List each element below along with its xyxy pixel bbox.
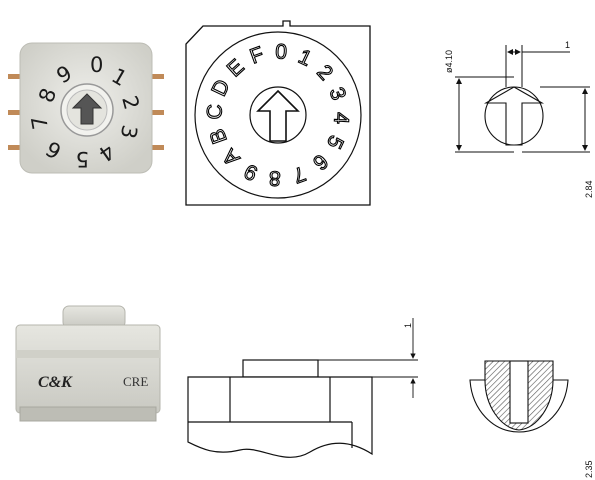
digit-3: 3: [116, 123, 142, 140]
shaft-height-label: 2.84: [584, 180, 594, 198]
hex-label-4: 4: [329, 112, 353, 125]
dial-outline: [185, 20, 371, 206]
dial-arrow-icon: [256, 89, 300, 142]
drawing-side-view: [187, 318, 418, 458]
side-base: [19, 406, 157, 422]
side-drawing-knob: [242, 359, 319, 378]
digit-7: 7: [27, 114, 53, 131]
shaft-width-label: 1: [565, 40, 570, 50]
pins-right: [150, 74, 164, 150]
model-label: CRE: [123, 374, 148, 389]
pins-left: [8, 74, 22, 150]
hex-label-c: C: [203, 104, 227, 120]
side-body: [15, 324, 161, 414]
hex-label-0: 0: [275, 40, 288, 64]
dial-inner-circle: [249, 86, 307, 144]
digit-2: 2: [117, 93, 144, 112]
side-step-label: 1: [403, 323, 413, 328]
brand-label: C&K: [38, 374, 73, 391]
digit-5: 5: [76, 147, 89, 171]
photo-top-view: 0 1 2 3 4 5 6 7 8 9: [8, 42, 164, 174]
hex-label-d: D: [207, 76, 234, 100]
digit-0: 0: [90, 53, 103, 77]
arrow-icon: [71, 93, 103, 125]
dial-ring: [194, 31, 362, 199]
dimension-top-view: [455, 45, 590, 153]
side-drawing-body: [187, 376, 373, 458]
diameter-label: ø4.10: [444, 50, 454, 73]
section-slot: [509, 360, 529, 424]
shaft-circle: [484, 86, 544, 146]
section-height-label: 2.35: [584, 460, 594, 478]
section-view: [469, 360, 569, 433]
shaft-arrow-outline: [483, 86, 545, 146]
hex-label-8: 8: [268, 166, 281, 190]
photo-side-view: C&K CRE: [15, 305, 161, 422]
